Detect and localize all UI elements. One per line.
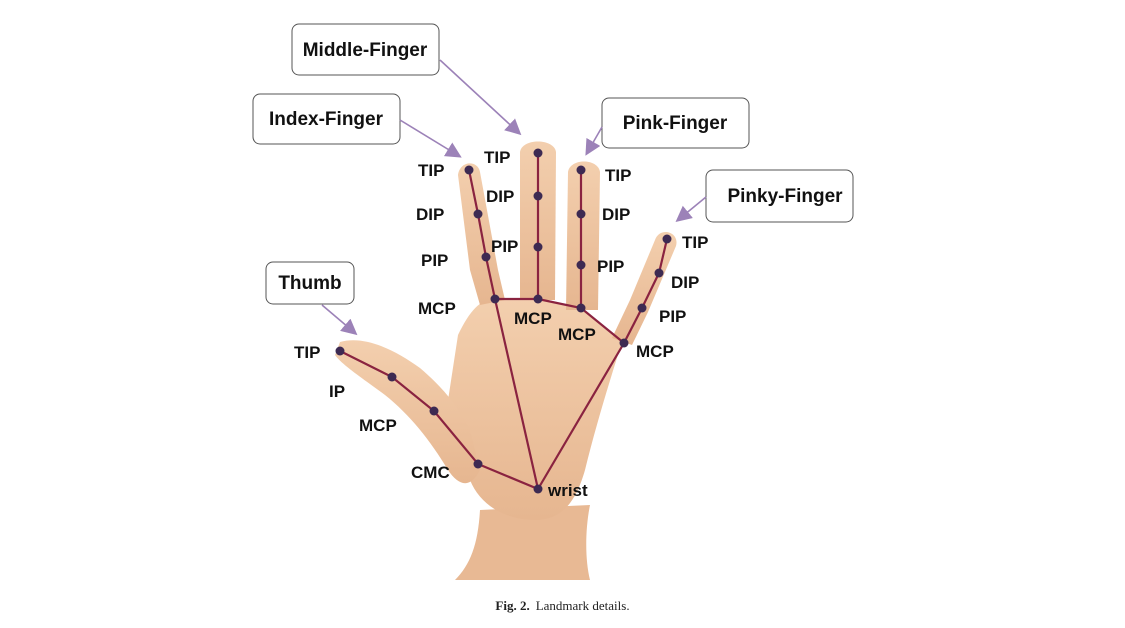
joint-middle-tip bbox=[533, 148, 543, 158]
callout-pink-finger-arrow bbox=[585, 126, 603, 156]
joint-thumb-cmc bbox=[473, 459, 483, 469]
label-pinky-mcp: MCP bbox=[636, 342, 674, 361]
joint-ring-dip bbox=[576, 209, 586, 219]
joint-middle-pip bbox=[533, 242, 543, 252]
label-wrist: wrist bbox=[547, 481, 588, 500]
pinky-shape bbox=[612, 232, 677, 345]
label-thumb-mcp: MCP bbox=[359, 416, 397, 435]
palm bbox=[445, 298, 622, 520]
joint-thumb-mcp bbox=[429, 406, 439, 416]
figure-caption: Fig. 2. Landmark details. bbox=[0, 598, 1125, 614]
label-middle-tip: TIP bbox=[484, 148, 510, 167]
joint-index-mcp bbox=[490, 294, 500, 304]
callout-index-finger-label: Index-Finger bbox=[269, 109, 384, 130]
label-middle-mcp: MCP bbox=[514, 309, 552, 328]
label-middle-dip: DIP bbox=[486, 187, 514, 206]
joint-index-tip bbox=[464, 165, 474, 175]
joints bbox=[335, 148, 672, 494]
joint-pinky-tip bbox=[662, 234, 672, 244]
joint-middle-mcp bbox=[533, 294, 543, 304]
forearm bbox=[455, 505, 590, 580]
label-pinky-pip: PIP bbox=[659, 307, 686, 326]
joint-wrist bbox=[533, 484, 543, 494]
label-ring-mcp: MCP bbox=[558, 325, 596, 344]
label-thumb-tip: TIP bbox=[294, 343, 320, 362]
figure-caption-text: Landmark details. bbox=[535, 598, 630, 613]
joint-ring-mcp bbox=[576, 303, 586, 313]
callout-thumb-label: Thumb bbox=[278, 273, 341, 294]
callouts: Middle-Finger Index-Finger Pink-Finger P… bbox=[252, 23, 854, 336]
palm-knuckle-line bbox=[493, 297, 626, 345]
label-pinky-tip: TIP bbox=[682, 233, 708, 252]
joint-thumb-ip bbox=[387, 372, 397, 382]
label-ring-dip: DIP bbox=[602, 205, 630, 224]
joint-index-dip bbox=[473, 209, 483, 219]
callout-pink-finger-label: Pink-Finger bbox=[623, 113, 728, 134]
label-index-tip: TIP bbox=[418, 161, 444, 180]
callout-thumb-arrow bbox=[321, 304, 358, 336]
ring-shape bbox=[566, 161, 600, 310]
joint-ring-pip bbox=[576, 260, 586, 270]
label-pinky-dip: DIP bbox=[671, 273, 699, 292]
joint-ring-tip bbox=[576, 165, 586, 175]
joint-thumb-tip bbox=[335, 346, 345, 356]
callout-middle-finger-arrow bbox=[439, 59, 522, 136]
callout-pinky-finger-label: Pinky-Finger bbox=[727, 186, 843, 207]
landmark-labels: wrist TIP IP MCP CMC TIP DIP PIP MCP TIP… bbox=[294, 148, 708, 500]
joint-pinky-dip bbox=[654, 268, 664, 278]
label-index-dip: DIP bbox=[416, 205, 444, 224]
callout-pinky-finger-arrow bbox=[675, 196, 707, 223]
callout-pink-finger: Pink-Finger bbox=[585, 97, 750, 156]
figure-caption-label: Fig. 2. bbox=[495, 598, 530, 613]
callout-middle-finger-label: Middle-Finger bbox=[303, 40, 428, 61]
callout-index-finger: Index-Finger bbox=[252, 93, 462, 158]
callout-pinky-finger: Pinky-Finger bbox=[675, 169, 854, 223]
label-thumb-cmc: CMC bbox=[411, 463, 450, 482]
thumb-shape bbox=[335, 340, 480, 484]
joint-pinky-mcp bbox=[619, 338, 629, 348]
callout-index-finger-arrow bbox=[399, 119, 462, 158]
joint-middle-dip bbox=[533, 191, 543, 201]
label-index-pip: PIP bbox=[421, 251, 448, 270]
callout-middle-finger: Middle-Finger bbox=[291, 23, 522, 136]
label-thumb-ip: IP bbox=[329, 382, 345, 401]
label-middle-pip: PIP bbox=[491, 237, 518, 256]
callout-thumb: Thumb bbox=[265, 261, 358, 336]
label-index-mcp: MCP bbox=[418, 299, 456, 318]
joint-index-pip bbox=[481, 252, 491, 262]
label-ring-pip: PIP bbox=[597, 257, 624, 276]
label-ring-tip: TIP bbox=[605, 166, 631, 185]
joint-pinky-pip bbox=[637, 303, 647, 313]
